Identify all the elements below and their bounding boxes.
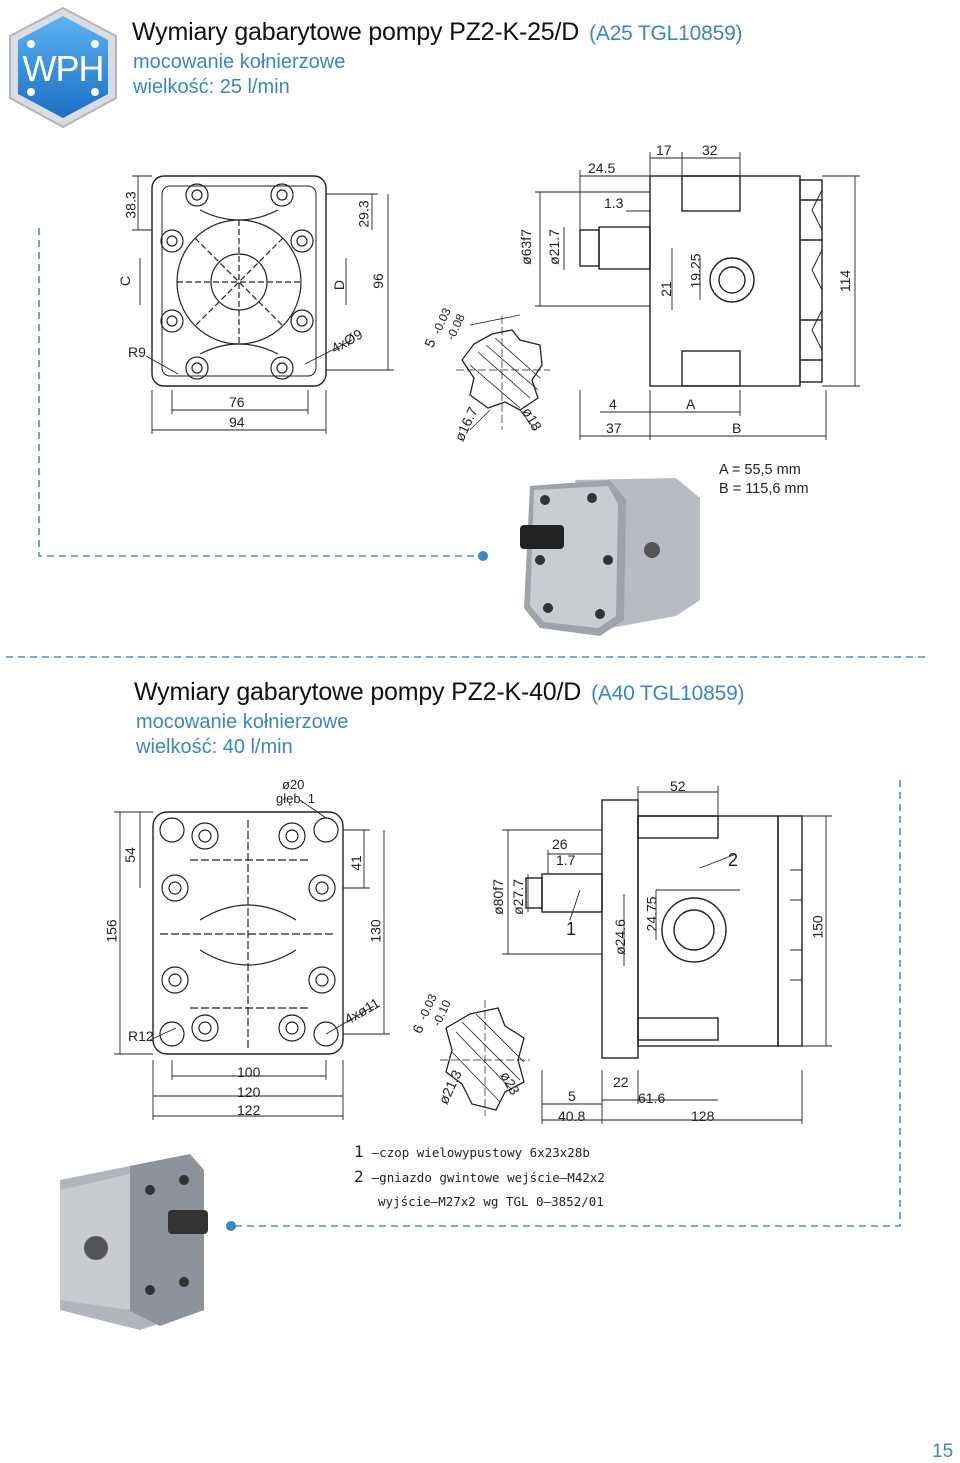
legend: 1–czop wielowypustowy 6x23x28b 2–gniazdo… [354,1140,605,1214]
dim-41: 41 [347,855,364,871]
dim-21-7: ø21.7 [545,229,562,265]
dim-40-8: 40.8 [558,1108,586,1124]
dim-100: 100 [237,1064,261,1080]
dim-52: 52 [670,778,686,794]
dim-128: 128 [691,1108,715,1124]
dim-37: 37 [606,420,622,436]
logo-text: WPH [22,48,105,89]
mark-1: 1 [566,919,577,939]
section1-title-row: Wymiary gabarytowe pompy PZ2-K-25/D (A25 … [132,18,743,47]
dim-19-25: 19.25 [687,253,704,289]
dim-24-5: 24.5 [588,160,616,176]
dim-24-75: 24.75 [643,896,660,932]
dim-150: 150 [809,915,826,939]
dim-4: 4 [609,396,617,412]
page-number: 15 [932,1441,954,1462]
dim-32: 32 [702,142,718,158]
dim-114: 114 [837,269,854,293]
dim-d20: ø20 [282,777,305,792]
dim-122: 122 [237,1102,261,1118]
dim-120: 120 [237,1084,261,1100]
section1-size: wielkość: 25 l/min [133,76,290,98]
note-a: A = 55,5 mm [719,462,801,478]
section2-title: Wymiary gabarytowe pompy PZ2-K-40/D [134,678,582,706]
note-b: B = 115,6 mm [719,481,809,497]
dim-22: 22 [613,1074,629,1090]
mark-2: 2 [728,850,739,870]
dim-r12: R12 [128,1028,154,1044]
section2-mounting: mocowanie kołnierzowe [136,711,349,733]
section2-drawing [60,780,901,1330]
dim-c: C [117,275,134,287]
dim-26: 26 [552,836,568,852]
pump-photo-1 [520,478,700,636]
legend-item: 2–gniazdo gwintowe wejście–M42x2 [354,1167,605,1186]
dim-depth: głęb. 1 [276,791,316,806]
dim-54: 54 [121,847,138,863]
dim-80f7: ø80f7 [489,879,506,915]
section1-code: (A25 TGL10859) [589,22,743,45]
section2-title-row: Wymiary gabarytowe pompy PZ2-K-40/D (A40 … [134,678,745,707]
dim-27-7: ø27.7 [509,879,526,915]
section1-drawing [6,152,926,658]
dim-96: 96 [369,273,386,289]
dim-b: B [732,420,742,436]
pump-photo-2 [60,1154,208,1330]
dim-94: 94 [229,414,245,430]
dim-24-6: ø24.6 [611,919,628,955]
dim-1-7: 1.7 [556,852,576,868]
wph-logo: WPH [4,6,122,130]
dim-1-3: 1.3 [604,195,624,211]
section2-code: (A40 TGL10859) [591,682,745,705]
legend-item: wyjście–M27x2 wg TGL 0–3852/01 [378,1194,604,1209]
dim-d: D [331,279,348,291]
dim-61-6: 61.6 [638,1090,666,1106]
legend-item: 1–czop wielowypustowy 6x23x28b [354,1142,590,1161]
dim-5: 5 [568,1088,576,1104]
dim-63f7: ø63f7 [517,229,534,265]
dim-29-3: 29.3 [355,200,372,228]
section2-size: wielkość: 40 l/min [136,736,293,758]
dim-130: 130 [367,919,384,943]
dim-17: 17 [656,142,672,158]
dim-21: 21 [657,281,674,297]
section1-title: Wymiary gabarytowe pompy PZ2-K-25/D [132,18,580,46]
dim-a: A [686,396,696,412]
dim-38-3: 38.3 [122,191,139,219]
dim-156: 156 [103,919,120,943]
dim-76: 76 [229,394,245,410]
section1-mounting: mocowanie kołnierzowe [133,51,346,73]
dim-r9: R9 [128,344,146,360]
